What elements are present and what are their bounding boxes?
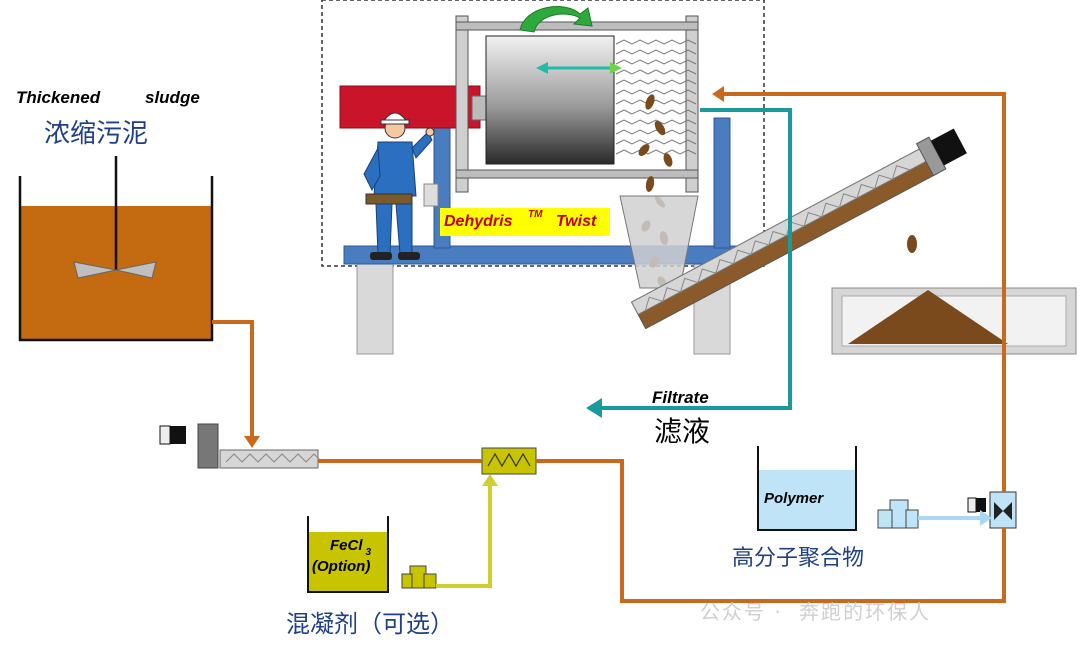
rotation-arrow (519, 6, 593, 33)
feed-screw-flight (225, 453, 323, 463)
fecl3-option-label: (Option) (312, 558, 371, 575)
coagulant-label-cn: 混凝剂（可选） (286, 610, 454, 638)
polymer-label-en: Polymer (764, 490, 824, 507)
fecl3-arrow-up (482, 474, 498, 486)
machine-column-right (713, 117, 731, 249)
filtrate-line (600, 108, 792, 410)
filtrate-label-cn: 滤液 (654, 415, 711, 448)
mixer-coil (487, 452, 531, 468)
cake-screw-conveyor (630, 128, 967, 330)
sludge-arrow-down (244, 436, 260, 448)
sludge-line-mixer-to-valve (536, 459, 1006, 603)
inline-mixer (481, 447, 537, 475)
press-drum (485, 35, 615, 165)
fecl3-subscript: 3 (365, 547, 372, 558)
polymer-label-cn: 高分子聚合物 (732, 546, 865, 571)
machine-model: Twist (556, 213, 597, 230)
machine-tm: TM (528, 209, 543, 220)
machine-name-label: Dehydris TM Twist (440, 208, 610, 236)
cake-pile (848, 290, 1008, 344)
mixing-valve (989, 491, 1017, 529)
thickened-sludge-label-en-1: Thickened (16, 88, 101, 107)
sludge-line-to-machine (716, 92, 1006, 492)
feed-pump-body (197, 423, 219, 469)
filter-plates (615, 39, 697, 155)
sludge-tank (18, 156, 214, 342)
filtrate-arrow-left (586, 398, 602, 418)
machine-enclosure (321, 0, 765, 267)
drum-plate-left (455, 15, 469, 193)
sludge-line-tank-to-screw (212, 320, 254, 440)
watermark-account-name: 奔跑的环保人 (799, 600, 932, 624)
polymer-dosing-pump (877, 499, 919, 529)
polymer-arrow-right (980, 510, 992, 526)
thickened-sludge-label-en-2: sludge (145, 88, 200, 107)
cake-drop (907, 235, 917, 253)
sludge-arrow-left (712, 86, 724, 102)
fecl3-dosing-pump (401, 565, 437, 589)
filtrate-label-en: Filtrate (652, 388, 709, 407)
control-box (423, 183, 439, 207)
polymer-tank (757, 446, 857, 531)
watermark: 公众号 · 奔跑的环保人 (700, 596, 931, 625)
watermark-account-prefix: 公众号 · (700, 600, 783, 624)
feed-pump-motor-cap (159, 425, 171, 445)
valve-symbol (994, 502, 1012, 520)
oscillation-arrow (536, 62, 622, 74)
fecl3-tank (307, 516, 389, 593)
thickened-sludge-label-cn: 浓缩污泥 (44, 119, 149, 149)
tie-rod-bottom (455, 169, 699, 179)
fecl3-line (436, 482, 492, 588)
valve-motor-cap (967, 497, 977, 513)
pedestal-left (356, 261, 394, 355)
worker-figure (363, 112, 435, 260)
machine-name: Dehydris (444, 213, 513, 230)
fecl3-label-text: FeCl (330, 537, 363, 554)
